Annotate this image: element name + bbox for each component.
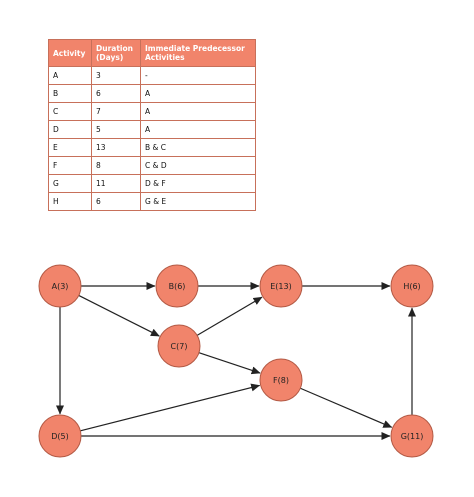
- cell-duration: 5: [91, 120, 141, 139]
- node-circle: [390, 264, 434, 308]
- header-activity: Activity: [48, 39, 92, 67]
- cell-activity: H: [48, 192, 92, 211]
- cell-predecessors: C & D: [140, 156, 256, 175]
- activity-table: Activity Duration (Days) Immediate Prede…: [48, 39, 256, 211]
- node-circle: [259, 358, 303, 402]
- node-label: E(13): [270, 282, 291, 291]
- edge-f-g: [300, 387, 393, 428]
- table-row: F 8 C & D: [48, 156, 256, 175]
- table-header-row: Activity Duration (Days) Immediate Prede…: [48, 39, 256, 67]
- table-row: G 11 D & F: [48, 174, 256, 193]
- node-circle: [38, 264, 82, 308]
- cell-activity: F: [48, 156, 92, 175]
- node-circle: [259, 264, 303, 308]
- cell-duration: 8: [91, 156, 141, 175]
- node-label: C(7): [171, 342, 188, 351]
- cell-duration: 13: [91, 138, 141, 157]
- node-d: D(5): [38, 414, 82, 458]
- node-circle: [390, 414, 434, 458]
- cell-predecessors: G & E: [140, 192, 256, 211]
- node-a: A(3): [38, 264, 82, 308]
- table-row: E 13 B & C: [48, 138, 256, 157]
- cell-duration: 6: [91, 192, 141, 211]
- node-label: A(3): [52, 282, 69, 291]
- node-f: F(8): [259, 358, 303, 402]
- node-circle: [38, 414, 82, 458]
- node-e: E(13): [259, 264, 303, 308]
- node-label: D(5): [51, 432, 69, 441]
- nodes: A(3) B(6) C(7) D(5) E(13) F(8) G(11) H(6): [38, 264, 434, 458]
- cell-predecessors: -: [140, 66, 256, 85]
- table-row: H 6 G & E: [48, 192, 256, 211]
- cell-predecessors: D & F: [140, 174, 256, 193]
- cell-predecessors: A: [140, 120, 256, 139]
- node-circle: [157, 324, 201, 368]
- edges: [56, 282, 416, 440]
- table-row: A 3 -: [48, 66, 256, 85]
- cell-duration: 3: [91, 66, 141, 85]
- table-row: C 7 A: [48, 102, 256, 121]
- cell-duration: 11: [91, 174, 141, 193]
- edge-c-f: [198, 352, 261, 375]
- cell-predecessors: A: [140, 84, 256, 103]
- node-circle: [155, 264, 199, 308]
- cell-activity: D: [48, 120, 92, 139]
- cell-activity: G: [48, 174, 92, 193]
- edge-a-c: [78, 294, 160, 337]
- cell-activity: E: [48, 138, 92, 157]
- node-c: C(7): [157, 324, 201, 368]
- node-label: F(8): [273, 376, 289, 385]
- node-label: B(6): [169, 282, 186, 291]
- table-row: B 6 A: [48, 84, 256, 103]
- node-g: G(11): [390, 414, 434, 458]
- cell-duration: 6: [91, 84, 141, 103]
- edge-c-e: [196, 296, 263, 336]
- edge-d-f: [80, 383, 261, 432]
- node-h: H(6): [390, 264, 434, 308]
- node-b: B(6): [155, 264, 199, 308]
- header-predecessors: Immediate Predecessor Activities: [140, 39, 256, 67]
- table-row: D 5 A: [48, 120, 256, 139]
- node-label: H(6): [403, 282, 420, 291]
- node-label: G(11): [401, 432, 424, 441]
